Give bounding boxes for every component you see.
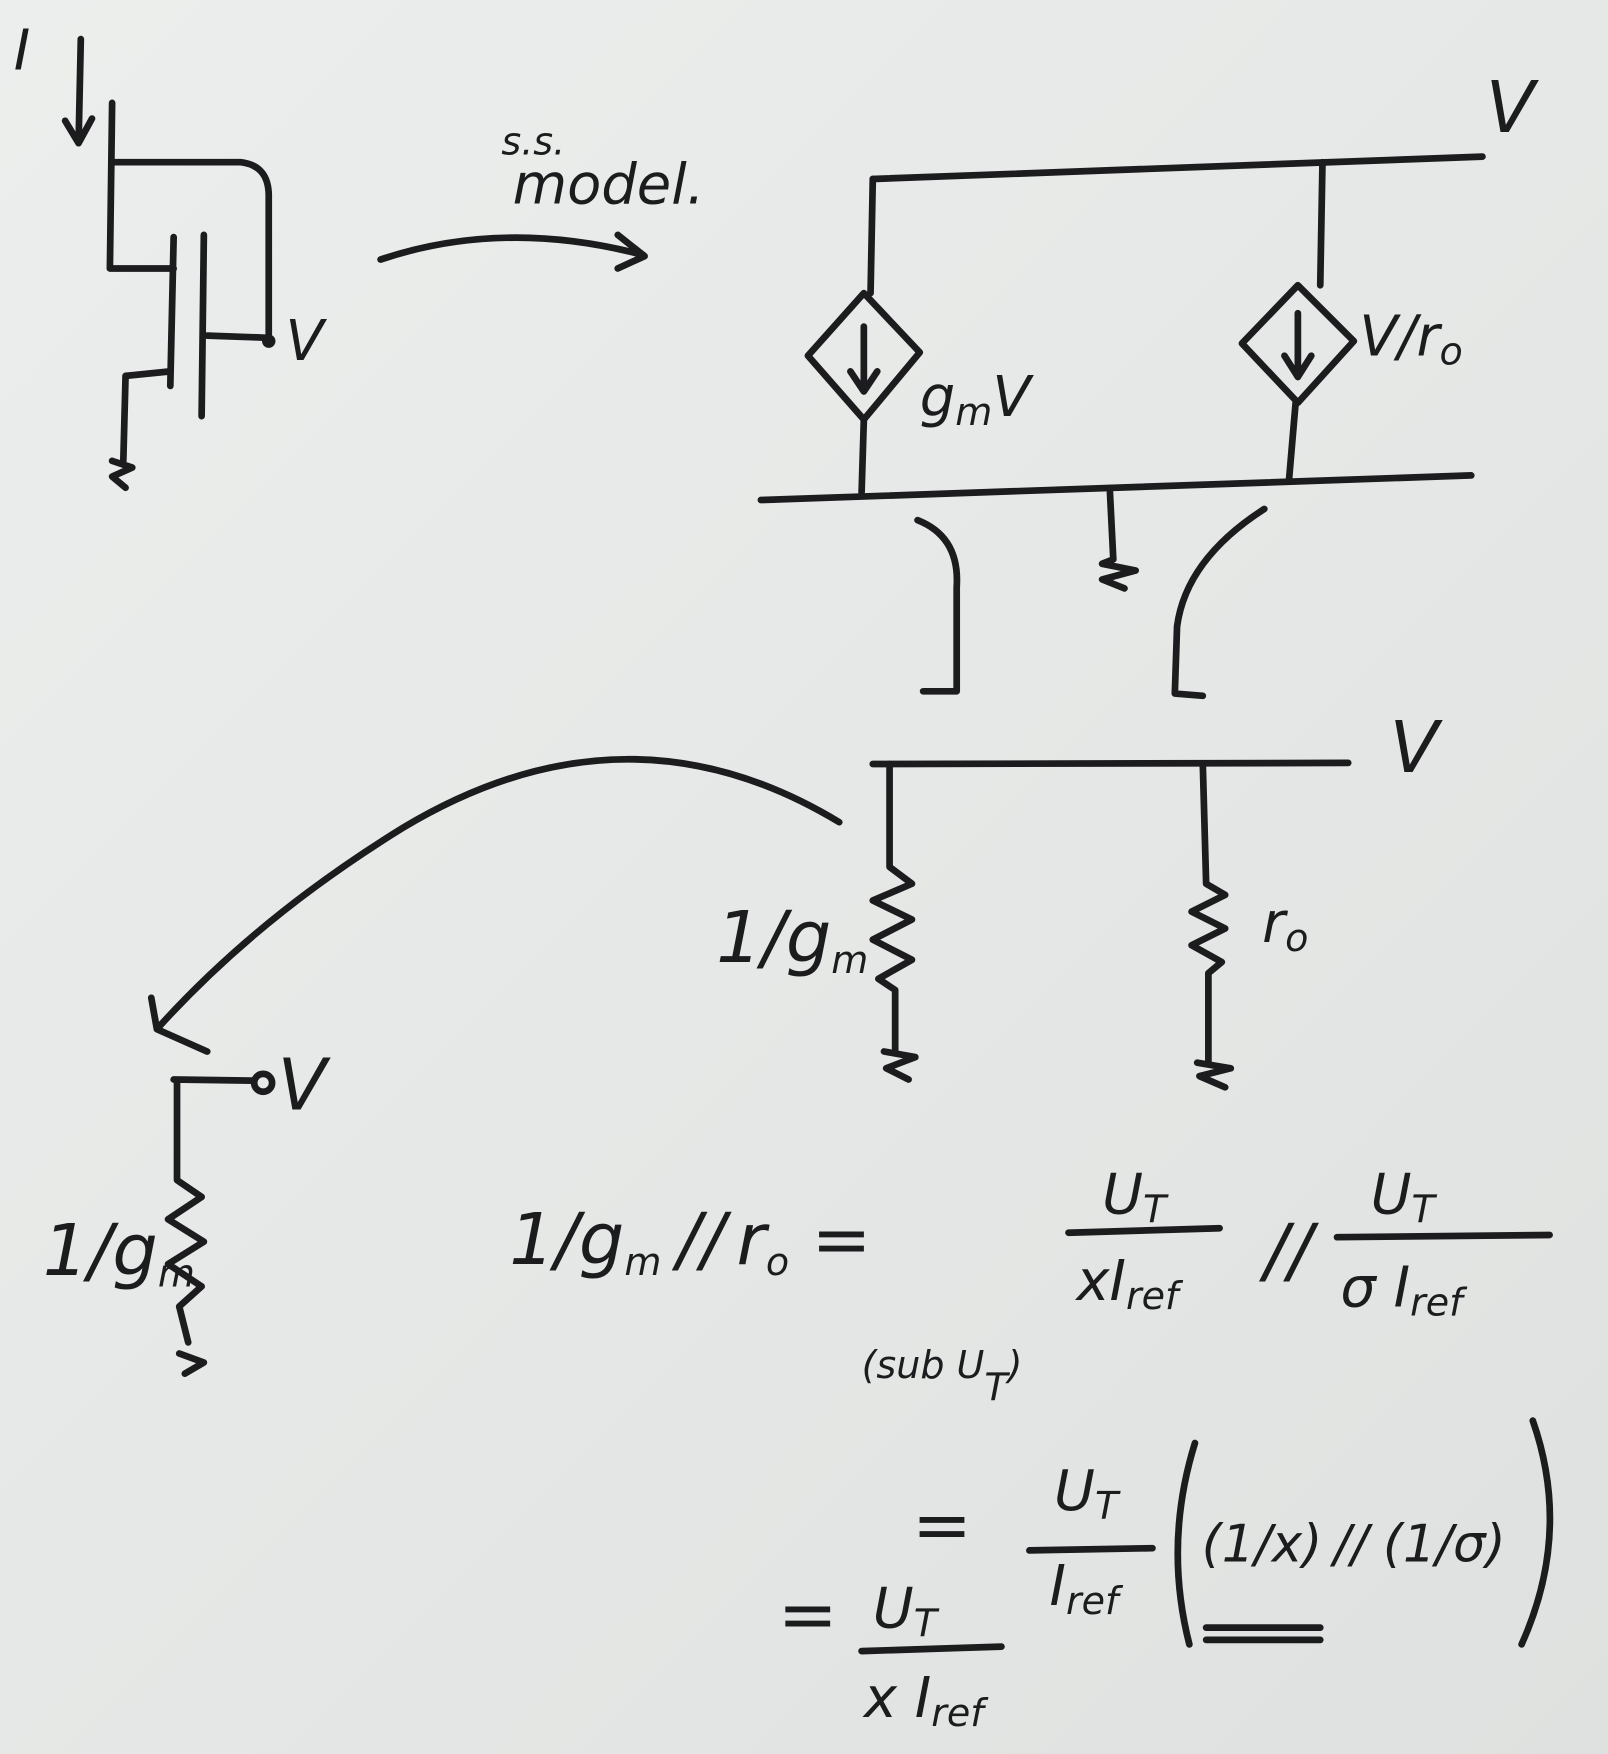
gm-resistor-label: 1/gm bbox=[716, 896, 868, 982]
substitution-note: (sub UT) bbox=[862, 1343, 1023, 1409]
fraction-bar bbox=[1026, 1544, 1156, 1554]
double-underline bbox=[1202, 1624, 1324, 1644]
supply-label: V bbox=[1486, 66, 1540, 149]
bracket-close bbox=[1518, 1417, 1554, 1648]
fraction-bar bbox=[1333, 1231, 1553, 1241]
small-signal-model: V gmV V/ro bbox=[757, 66, 1540, 700]
equivalent-resistor-label: 1/gm bbox=[43, 1209, 195, 1295]
current-arrow-icon bbox=[61, 35, 96, 147]
parallel-symbol: // bbox=[1258, 1209, 1319, 1292]
bracket-left bbox=[914, 516, 961, 695]
step3-denominator: x Iref bbox=[862, 1666, 989, 1735]
fraction2-numerator: UT bbox=[1371, 1163, 1438, 1232]
transistor-symbol: I V bbox=[14, 18, 328, 492]
step2-equals: = bbox=[912, 1483, 972, 1566]
curved-arrow-icon bbox=[147, 755, 843, 1055]
ground-icon bbox=[1098, 488, 1140, 592]
node-dot bbox=[262, 334, 276, 348]
fraction1-numerator: UT bbox=[1102, 1163, 1169, 1232]
step2-term1: (1/x) bbox=[1202, 1515, 1323, 1575]
step2-parallel: // bbox=[1330, 1515, 1373, 1575]
gm-source-label: gmV bbox=[920, 365, 1035, 434]
bracket-right bbox=[1171, 505, 1268, 700]
fraction-bar bbox=[858, 1643, 1005, 1655]
step2-denominator: Iref bbox=[1050, 1554, 1125, 1623]
resistor-icon bbox=[164, 1077, 208, 1378]
equations: 1/gm//ro= UT xIref // UT σ Iref (sub UT)… bbox=[509, 1163, 1554, 1735]
step3-equals: = bbox=[778, 1573, 838, 1656]
terminal-icon bbox=[250, 1070, 276, 1096]
step3-numerator: UT bbox=[873, 1577, 940, 1646]
step2-term2: (1/σ) bbox=[1383, 1515, 1506, 1575]
ro-source-label: V/ro bbox=[1359, 305, 1462, 374]
fraction2-denominator: σ Iref bbox=[1340, 1256, 1468, 1325]
fraction-bar bbox=[1065, 1224, 1223, 1237]
arrow-label-line1: s.s. bbox=[501, 119, 565, 163]
arrow-label-line2: model. bbox=[513, 153, 705, 218]
equation-lhs: 1/gm//ro= bbox=[509, 1198, 871, 1284]
step2-numerator: UT bbox=[1054, 1459, 1121, 1528]
resistor-supply-label: V bbox=[1390, 706, 1444, 789]
equivalent-circuit: V 1/gm bbox=[43, 1044, 332, 1378]
resistor-model: V 1/gm ro bbox=[716, 706, 1444, 1091]
ro-resistor-label: ro bbox=[1262, 891, 1308, 960]
current-label: I bbox=[14, 18, 31, 83]
transistor-node-label: V bbox=[286, 309, 328, 374]
equivalent-node-label: V bbox=[278, 1044, 332, 1127]
resistor-icon bbox=[869, 760, 919, 1083]
bracket-open bbox=[1174, 1439, 1199, 1648]
ground-icon bbox=[108, 368, 174, 492]
fraction1-denominator: xIref bbox=[1074, 1249, 1184, 1318]
transform-arrow: s.s. model. bbox=[377, 119, 705, 272]
resistor-icon bbox=[1188, 760, 1235, 1091]
